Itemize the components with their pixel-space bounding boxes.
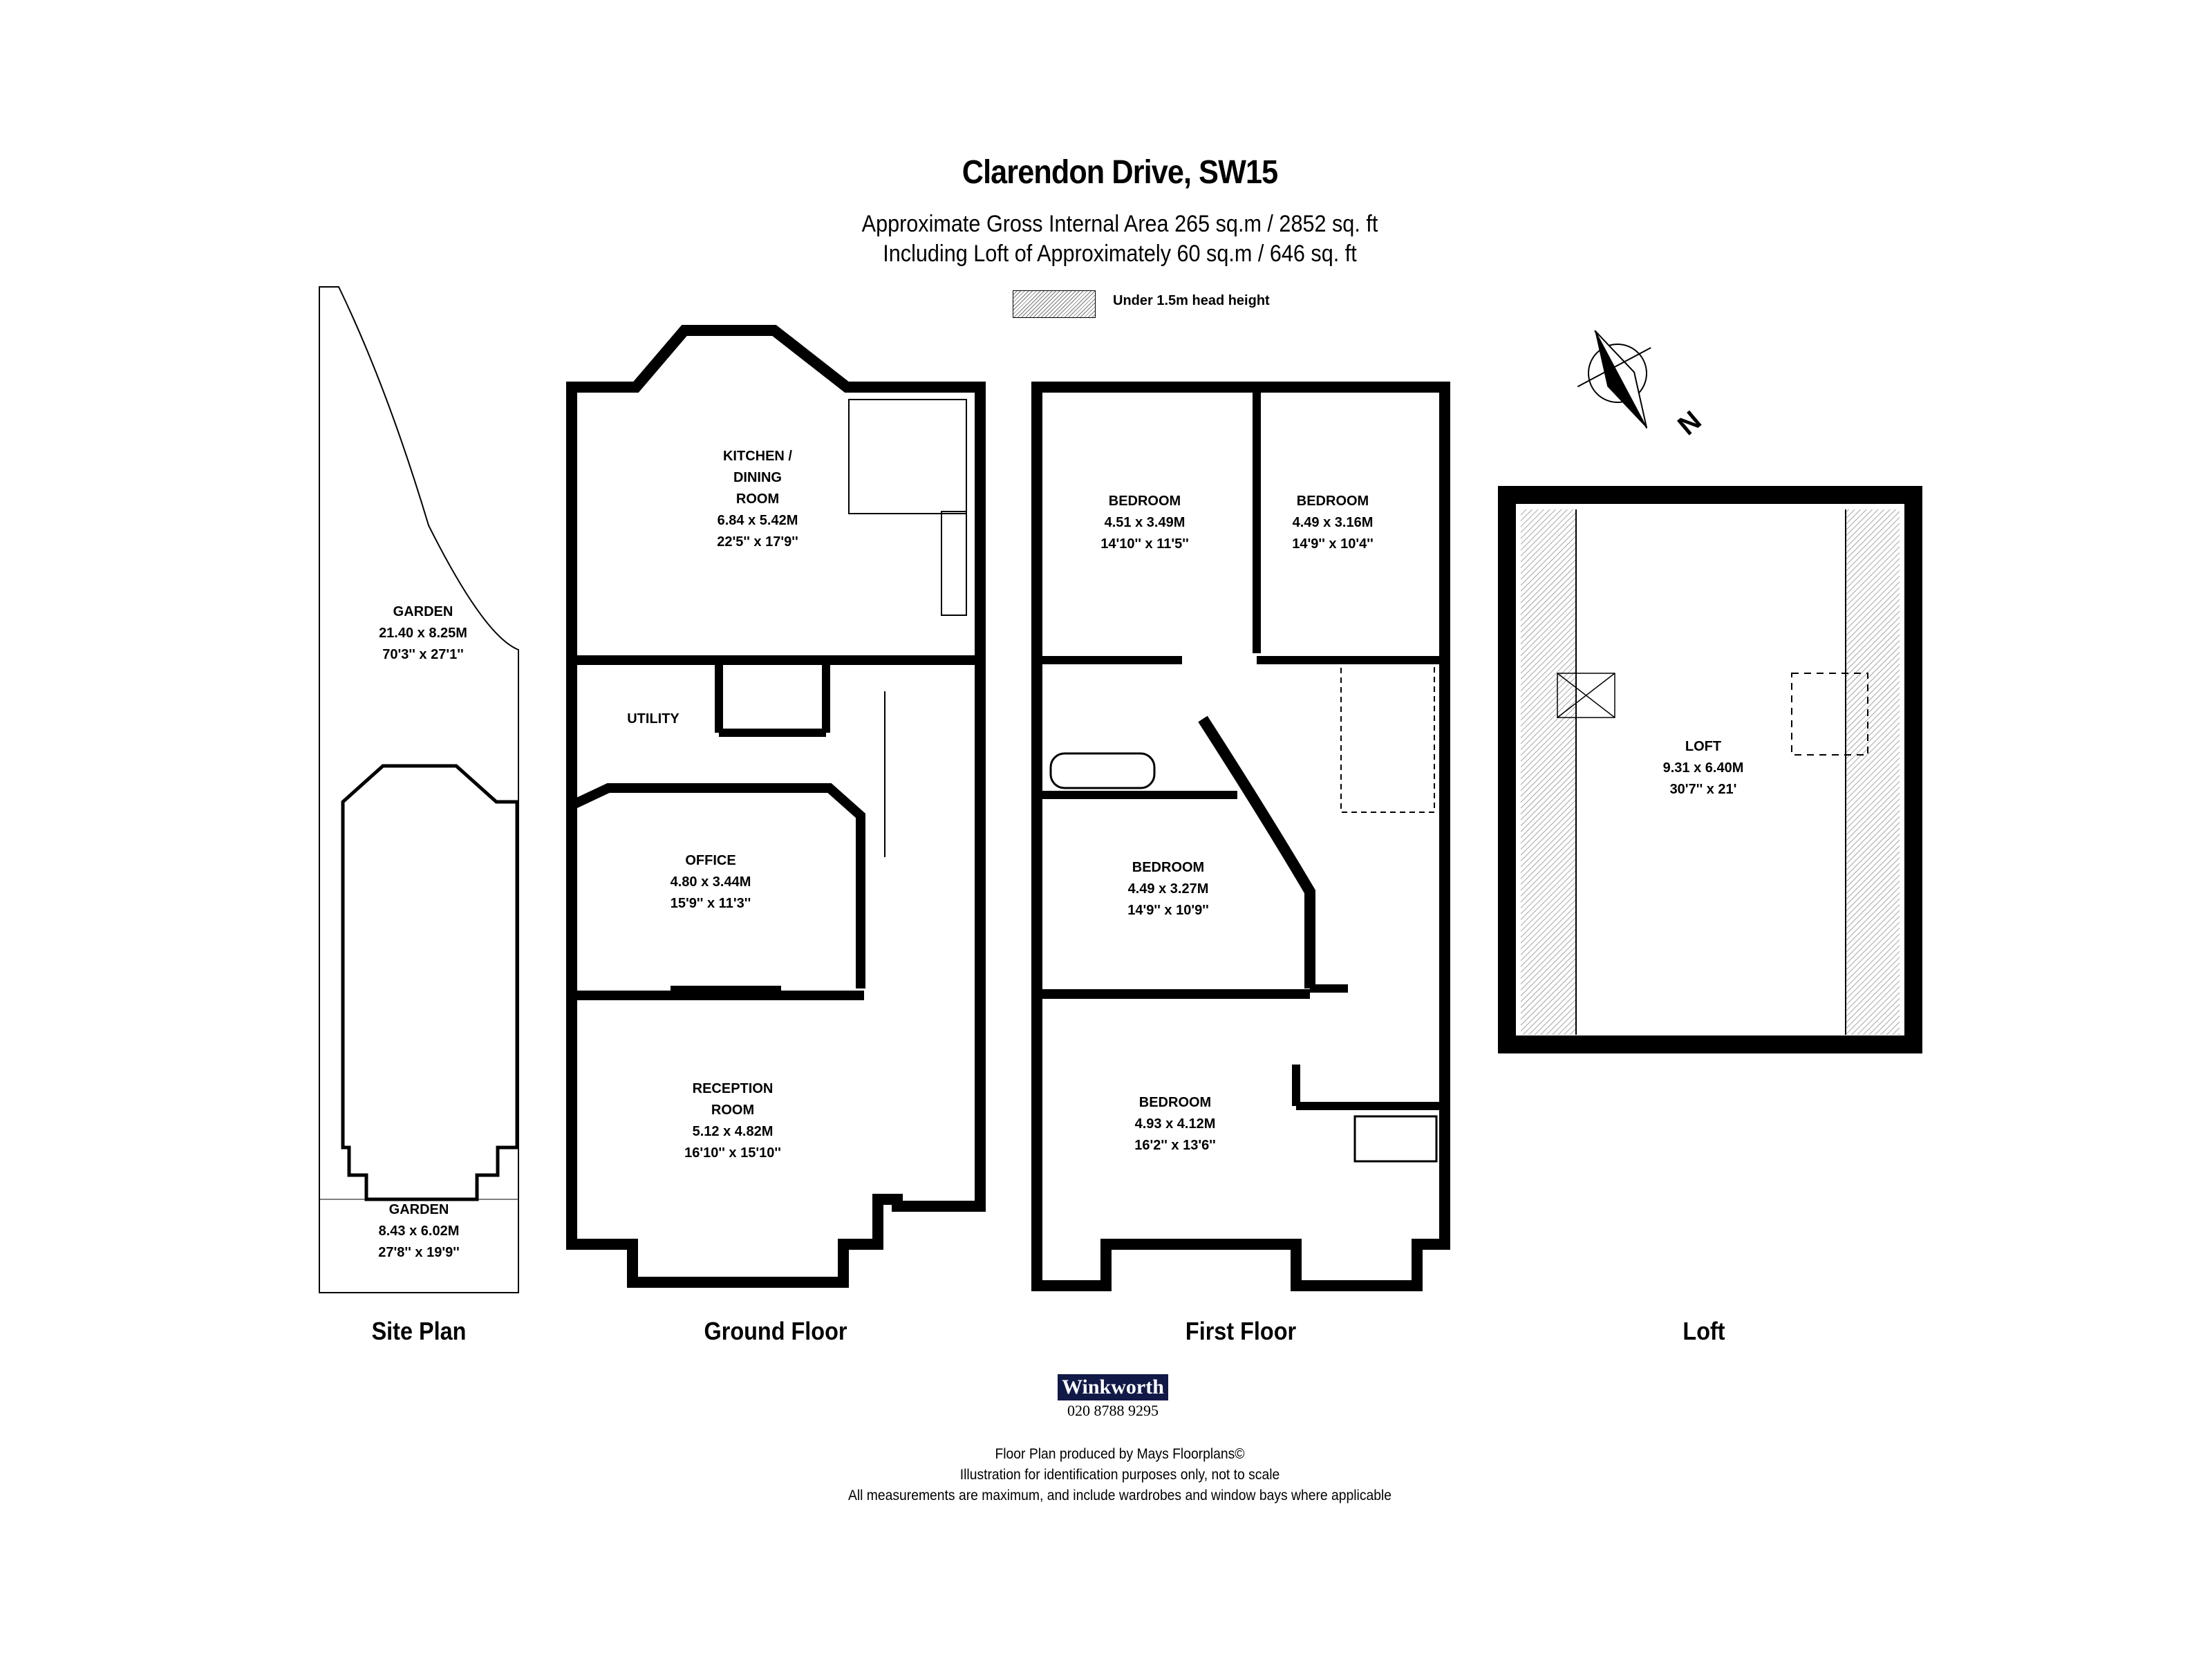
room-name: GARDEN: [388, 1202, 449, 1217]
room-label-utility: UTILITY: [627, 709, 679, 730]
room-imperial: 14'10'' x 11'5'': [1100, 536, 1189, 552]
room-metric: 4.93 x 4.12M: [1134, 1116, 1216, 1132]
room-label-reception: RECEPTION ROOM 5.12 x 4.82M 16'10'' x 15…: [684, 1078, 781, 1164]
room-name: ROOM: [711, 1103, 755, 1118]
floor-label-ground-floor: Ground Floor: [704, 1317, 847, 1345]
room-metric: 5.12 x 4.82M: [692, 1124, 774, 1139]
room-label-office: OFFICE 4.80 x 3.44M 15'9'' x 11'3'': [671, 850, 751, 915]
room-name: GARDEN: [393, 604, 453, 619]
floor-label-first-floor: First Floor: [1185, 1317, 1297, 1345]
first-floor-drawing: [1031, 382, 1450, 1291]
room-name: UTILITY: [627, 711, 679, 727]
room-metric: 8.43 x 6.02M: [378, 1224, 460, 1239]
hatch-legend-label: Under 1.5m head height: [1113, 293, 1270, 308]
room-label-bedroom-2: BEDROOM 4.49 x 3.16M 14'9'' x 10'4'': [1292, 491, 1374, 555]
ground-floor-drawing: [566, 325, 986, 1288]
room-name: BEDROOM: [1138, 1095, 1212, 1110]
footer-measurements-note: All measurements are maximum, and includ…: [847, 1488, 1392, 1503]
room-name: DINING: [733, 470, 782, 485]
footer-disclaimer: Illustration for identification purposes…: [959, 1467, 1280, 1483]
room-label-loft: LOFT 9.31 x 6.40M 30'7'' x 21': [1663, 736, 1744, 800]
room-imperial: 22'5'' x 17'9'': [717, 534, 798, 550]
site-plan-drawing: [319, 286, 519, 1293]
room-imperial: 15'9'' x 11'3'': [670, 896, 751, 911]
room-label-bedroom-3: BEDROOM 4.49 x 3.27M 14'9'' x 10'9'': [1127, 857, 1209, 921]
room-imperial: 14'9'' x 10'4'': [1292, 536, 1374, 552]
plan-title: Clarendon Drive, SW15: [962, 154, 1278, 191]
loft-drawing: [1498, 486, 1922, 1053]
room-imperial: 70'3'' x 27'1'': [382, 647, 464, 662]
skylight-icon: [1557, 673, 1615, 718]
room-metric: 9.31 x 6.40M: [1662, 760, 1744, 776]
room-name: BEDROOM: [1108, 494, 1181, 509]
room-name: OFFICE: [685, 853, 736, 868]
room-metric: 4.51 x 3.49M: [1104, 515, 1185, 530]
hatch-opening-outline: [1791, 673, 1868, 756]
room-metric: 21.40 x 8.25M: [379, 626, 467, 641]
room-name: BEDROOM: [1296, 494, 1369, 509]
room-name: RECEPTION: [692, 1081, 774, 1096]
loft-area-text: Including Loft of Approximately 60 sq.m …: [883, 241, 1357, 267]
north-label: N: [1672, 405, 1707, 441]
room-metric: 6.84 x 5.42M: [717, 513, 798, 528]
hatch-legend-swatch: [1013, 290, 1096, 318]
north-arrow-icon: [1577, 330, 1651, 429]
room-imperial: 30'7'' x 21': [1669, 782, 1737, 797]
room-name: KITCHEN /: [722, 449, 792, 464]
room-name: ROOM: [735, 491, 780, 507]
room-metric: 4.49 x 3.27M: [1127, 881, 1209, 897]
floor-label-loft: Loft: [1683, 1317, 1725, 1345]
room-imperial: 14'9'' x 10'9'': [1127, 903, 1209, 918]
agent-logo: Winkworth: [1058, 1374, 1168, 1400]
agent-phone: 020 8788 9295: [1067, 1402, 1159, 1419]
room-imperial: 27'8'' x 19'9'': [378, 1245, 460, 1260]
room-label-garden-rear: GARDEN 21.40 x 8.25M 70'3'' x 27'1'': [379, 601, 467, 666]
room-label-kitchen-dining: KITCHEN / DINING ROOM 6.84 x 5.42M 22'5'…: [717, 446, 798, 553]
room-label-garden-front: GARDEN 8.43 x 6.02M 27'8'' x 19'9'': [378, 1199, 460, 1264]
room-name: BEDROOM: [1132, 860, 1205, 875]
footer-producer: Floor Plan produced by Mays Floorplans©: [995, 1446, 1245, 1462]
room-metric: 4.80 x 3.44M: [670, 874, 751, 890]
room-imperial: 16'2'' x 13'6'': [1134, 1138, 1216, 1153]
floor-label-site-plan: Site Plan: [371, 1317, 467, 1345]
room-metric: 4.49 x 3.16M: [1292, 515, 1374, 530]
room-label-bedroom-1: BEDROOM 4.51 x 3.49M 14'10'' x 11'5'': [1100, 491, 1189, 555]
gross-area-text: Approximate Gross Internal Area 265 sq.m…: [861, 211, 1378, 237]
room-label-bedroom-4: BEDROOM 4.93 x 4.12M 16'2'' x 13'6'': [1134, 1092, 1216, 1156]
room-name: LOFT: [1685, 739, 1722, 754]
room-imperial: 16'10'' x 15'10'': [684, 1145, 781, 1161]
